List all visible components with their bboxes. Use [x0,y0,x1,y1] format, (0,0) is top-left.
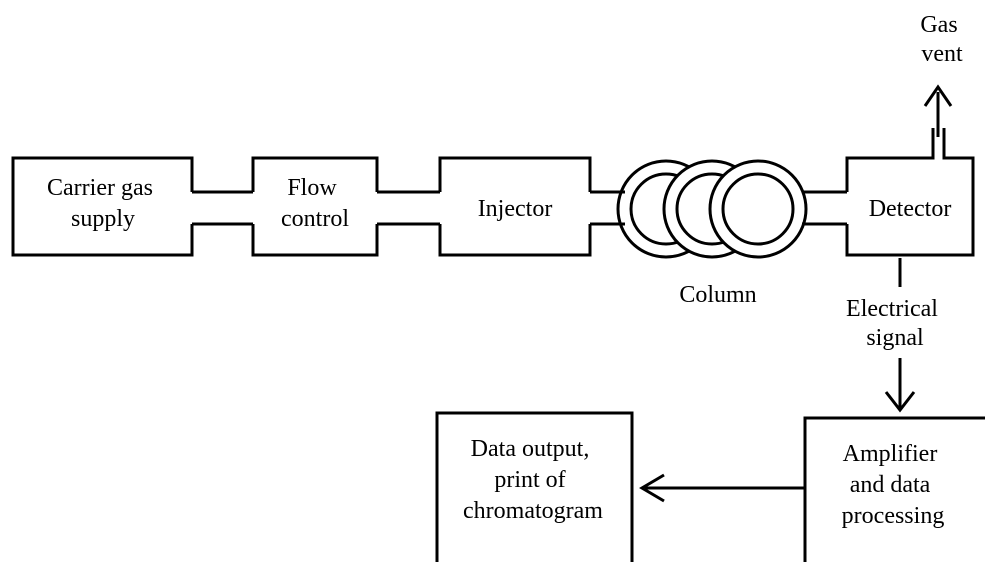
data-output-line-3: chromatogram [463,498,603,524]
carrier-gas-supply-line-1: Carrier gas [47,175,153,201]
data-output-label: Data output, print of chromatogram [463,436,603,524]
electrical-signal-line-1: Electrical [846,296,938,322]
column-coil: Column [616,159,808,308]
amplifier-block: Amplifier and data processing [803,416,985,562]
flow-control-line-2: control [281,206,349,232]
amplifier-line-2: and data [850,472,931,498]
carrier-gas-supply-line-2: supply [71,206,135,232]
column-label: Column [679,282,756,308]
electrical-signal-line-2: signal [866,325,924,351]
data-output-line-1: Data output, [471,436,590,462]
flow-control-block: Flow control [251,156,379,257]
gas-vent-line-2: vent [921,41,963,67]
detector-block: Detector [845,128,975,257]
flow-control-label: Flow control [281,175,349,232]
output-arrow [639,473,805,503]
detector-line-1: Detector [869,196,952,222]
amplifier-line-1: Amplifier [843,441,938,467]
column-line-1: Column [679,282,756,308]
data-output-line-2: print of [494,467,565,493]
gas-vent-line-1: Gas [920,12,957,38]
detector-label: Detector [869,196,952,222]
carrier-gas-supply-label: Carrier gas supply [47,175,159,232]
carrier-gas-supply-block: Carrier gas supply [11,156,194,257]
gas-vent-arrow: Gas vent [920,12,963,137]
pipe-flow-to-injector [377,190,440,226]
injector-line-1: Injector [478,196,553,222]
flow-control-line-1: Flow [287,175,337,201]
pipe-column-to-detector [802,190,847,226]
injector-label: Injector [478,196,553,222]
amplifier-line-3: processing [842,503,945,529]
electrical-signal-line: Electrical signal [846,258,944,413]
amplifier-label: Amplifier and data processing [842,441,945,529]
data-output-block: Data output, print of chromatogram [435,411,634,562]
pipe-supply-to-flow [192,190,253,226]
gas-vent-label: Gas vent [920,12,963,67]
electrical-signal-label: Electrical signal [846,296,944,351]
injector-block: Injector [438,156,592,257]
